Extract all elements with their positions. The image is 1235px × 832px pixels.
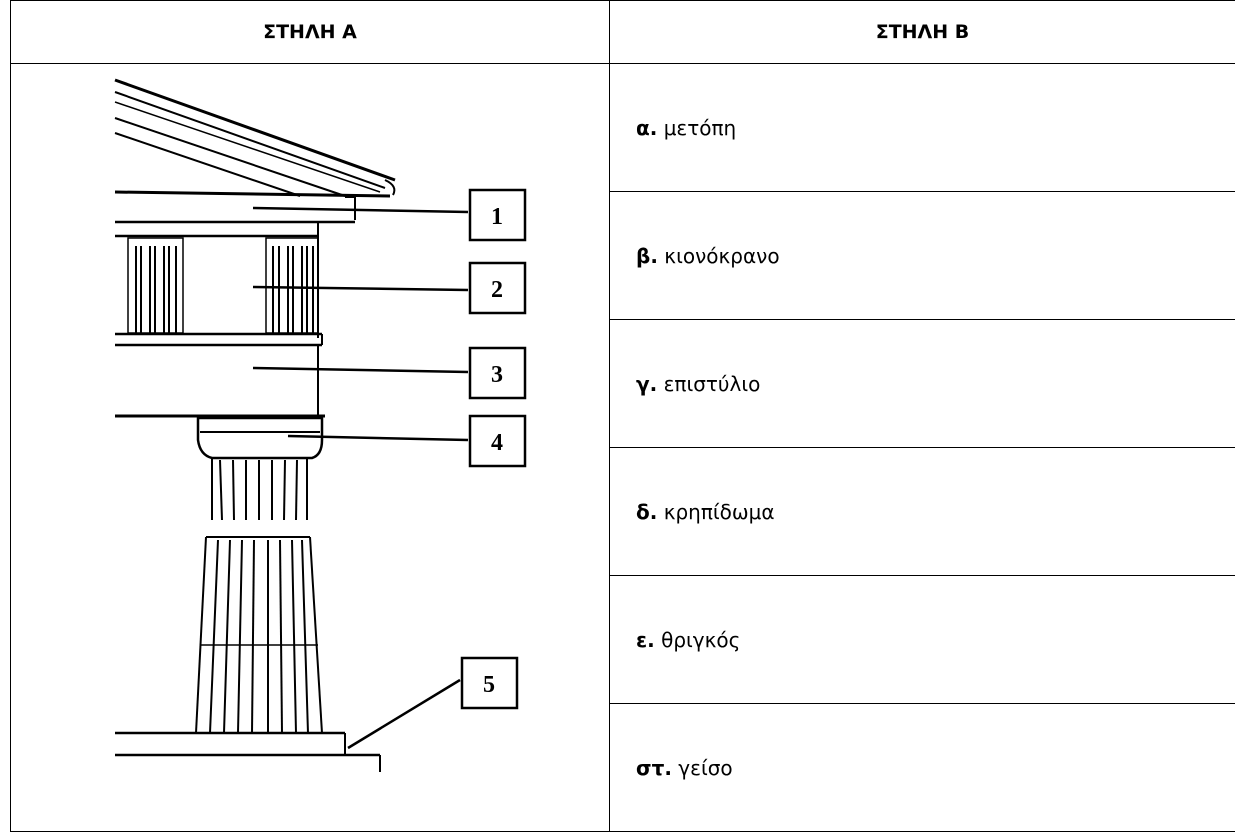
capital-drawing xyxy=(198,418,322,520)
architrave-drawing xyxy=(115,345,325,416)
frieze-drawing xyxy=(115,222,322,345)
label-2: 2 xyxy=(491,277,503,303)
column-shaft-drawing xyxy=(196,537,322,733)
label-4: 4 xyxy=(491,430,503,456)
crepidoma-drawing xyxy=(115,733,380,772)
label-1: 1 xyxy=(491,204,503,230)
pediment-drawing xyxy=(115,80,395,222)
label-5: 5 xyxy=(483,672,495,698)
label-3: 3 xyxy=(491,362,503,388)
